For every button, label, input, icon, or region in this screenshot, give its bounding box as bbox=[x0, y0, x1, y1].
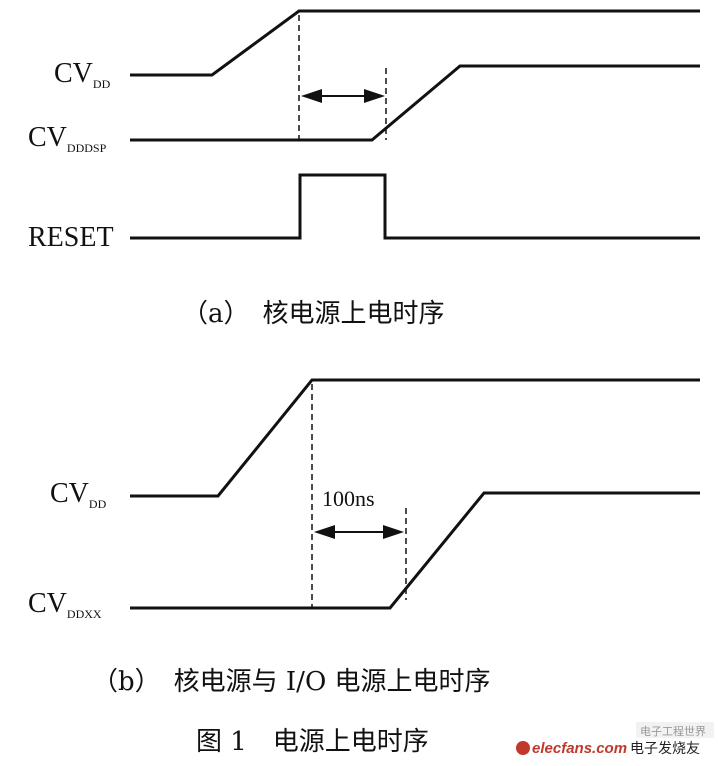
watermark-banner: 电子工程世界 bbox=[640, 725, 706, 738]
watermark-banner-bg bbox=[636, 722, 714, 738]
watermark-cn: 电子发烧友 bbox=[630, 741, 700, 757]
delay-arrow-a bbox=[301, 89, 385, 103]
label-cvddxx: CVDDXX bbox=[28, 588, 102, 621]
caption-b: （b） 核电源与 I/O 电源上电时序 bbox=[92, 667, 491, 697]
wave-cvdddsp bbox=[130, 64, 700, 142]
diagram-b: CVDD CVDDXX 100ns （b） 核电源与 I/O 电源上电时序 bbox=[28, 378, 700, 697]
label-cvdd-b: CVDD bbox=[50, 478, 107, 511]
wave-cvddxx bbox=[130, 491, 700, 610]
caption-a: （a） 核电源上电时序 bbox=[182, 299, 445, 329]
label-cvdd-a: CVDD bbox=[54, 58, 111, 91]
elecfans-logo-icon bbox=[516, 741, 530, 755]
wave-cvdd-b bbox=[130, 378, 700, 498]
label-cvdddsp: CVDDDSP bbox=[28, 122, 107, 155]
delay-arrow-b bbox=[314, 525, 404, 539]
label-reset: RESET bbox=[28, 222, 114, 253]
watermark: 电子工程世界 elecfans.com 电子发烧友 bbox=[516, 722, 714, 757]
watermark-site: elecfans.com bbox=[532, 740, 627, 757]
figure-caption: 图 1 电源上电时序 bbox=[196, 727, 429, 757]
wave-reset bbox=[130, 173, 700, 240]
delay-label-100ns: 100ns bbox=[322, 486, 375, 511]
wave-cvdd-a bbox=[130, 9, 700, 77]
diagram-a: CVDD CVDDDSP RESET （a） 核电源上电时序 bbox=[28, 9, 700, 329]
